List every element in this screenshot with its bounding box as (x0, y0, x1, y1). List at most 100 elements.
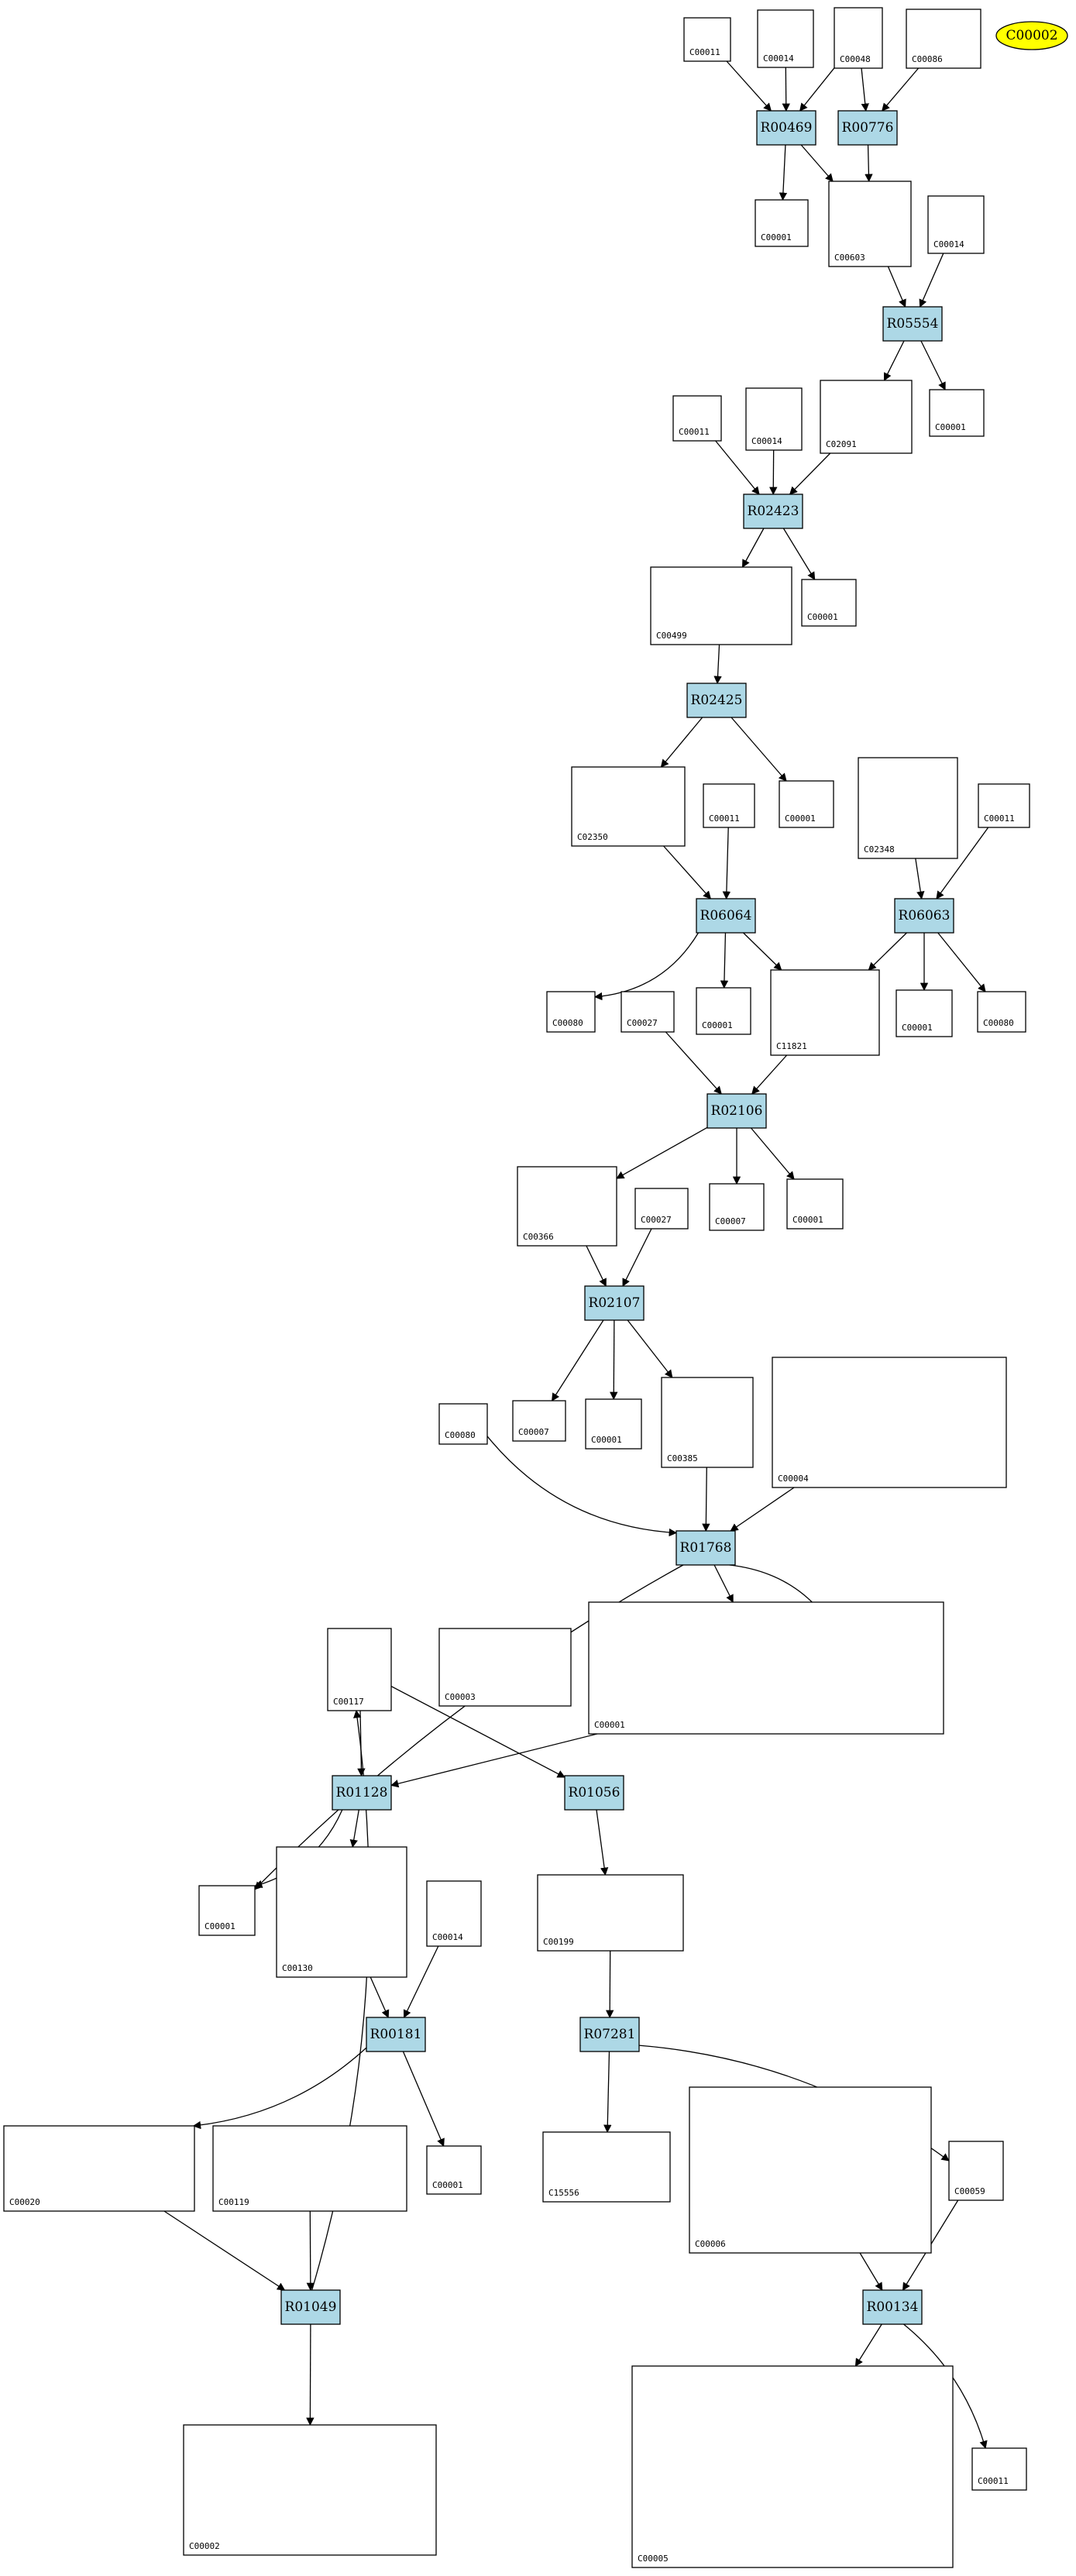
compound-node-c00011[interactable]: C00011 (971, 2447, 1027, 2491)
reaction-box[interactable] (366, 2017, 426, 2052)
compound-node-c00014[interactable]: C00014 (426, 1880, 482, 1947)
compound-box[interactable] (212, 2125, 407, 2212)
compound-box[interactable] (786, 1178, 844, 1230)
compound-box[interactable] (820, 380, 913, 454)
compound-node-c00199[interactable]: C00199 (537, 1874, 684, 1952)
compound-box[interactable] (517, 1166, 617, 1247)
compound-box[interactable] (537, 1874, 684, 1952)
reaction-box[interactable] (862, 2289, 923, 2325)
compound-box[interactable] (770, 969, 880, 1056)
compound-node-c00001[interactable]: C00001 (929, 389, 985, 437)
reaction-box[interactable] (894, 898, 954, 934)
compound-box[interactable] (438, 1403, 488, 1445)
compound-node-c00001[interactable]: C00001 (896, 989, 953, 1037)
compound-node-c00603[interactable]: C00603 (828, 181, 912, 267)
reaction-node-r01128[interactable]: R01128 (332, 1775, 392, 1811)
target-ellipse[interactable] (995, 21, 1068, 50)
reaction-node-r02107[interactable]: R02107 (584, 1285, 645, 1321)
compound-box[interactable] (906, 9, 981, 69)
reaction-node-r00469[interactable]: R00469 (756, 110, 816, 146)
reaction-box[interactable] (564, 1775, 624, 1811)
compound-box[interactable] (801, 579, 857, 627)
compound-box[interactable] (948, 2141, 1004, 2201)
compound-box[interactable] (828, 181, 912, 267)
compound-node-c00366[interactable]: C00366 (517, 1166, 617, 1247)
compound-box[interactable] (683, 17, 731, 62)
compound-node-c00086[interactable]: C00086 (906, 9, 981, 69)
compound-node-c00059[interactable]: C00059 (948, 2141, 1004, 2201)
compound-box[interactable] (542, 2131, 671, 2203)
compound-node-c00003[interactable]: C00003 (438, 1628, 572, 1707)
compound-box[interactable] (978, 783, 1030, 828)
compound-node-c00020[interactable]: C00020 (3, 2125, 195, 2212)
compound-box[interactable] (745, 387, 803, 451)
compound-node-c00007[interactable]: C00007 (512, 1400, 566, 1442)
compound-node-c00014[interactable]: C00014 (927, 195, 985, 254)
reaction-node-r00134[interactable]: R00134 (862, 2289, 923, 2325)
compound-box[interactable] (588, 1601, 944, 1735)
compound-node-c00080[interactable]: C00080 (977, 991, 1026, 1033)
compound-box[interactable] (183, 2424, 437, 2556)
reaction-box[interactable] (686, 683, 747, 718)
compound-node-c02091[interactable]: C02091 (820, 380, 913, 454)
reaction-node-r02423[interactable]: R02423 (743, 494, 803, 529)
compound-node-c00011[interactable]: C00011 (683, 17, 731, 62)
reaction-box[interactable] (676, 1530, 736, 1566)
compound-node-c11821[interactable]: C11821 (770, 969, 880, 1056)
reaction-node-r00181[interactable]: R00181 (366, 2017, 426, 2052)
reaction-box[interactable] (332, 1775, 392, 1811)
reaction-node-r00776[interactable]: R00776 (837, 110, 898, 146)
reaction-node-r01056[interactable]: R01056 (564, 1775, 624, 1811)
compound-node-c02350[interactable]: C02350 (571, 766, 686, 847)
compound-box[interactable] (757, 9, 814, 68)
compound-box[interactable] (755, 199, 809, 247)
compound-node-c00001[interactable]: C00001 (755, 199, 809, 247)
compound-node-c00007[interactable]: C00007 (709, 1183, 765, 1231)
compound-node-c00027[interactable]: C00027 (634, 1188, 689, 1230)
reaction-node-r05554[interactable]: R05554 (882, 306, 943, 342)
compound-box[interactable] (512, 1400, 566, 1442)
compound-node-c00011[interactable]: C00011 (703, 783, 755, 828)
compound-node-c00117[interactable]: C00117 (327, 1628, 392, 1711)
compound-box[interactable] (929, 389, 985, 437)
compound-node-c00001[interactable]: C00001 (696, 987, 751, 1035)
reaction-box[interactable] (882, 306, 943, 342)
reaction-box[interactable] (696, 898, 756, 934)
compound-box[interactable] (977, 991, 1026, 1033)
compound-box[interactable] (709, 1183, 765, 1231)
reaction-box[interactable] (280, 2289, 341, 2325)
compound-node-c00130[interactable]: C00130 (276, 1846, 407, 1978)
compound-node-c00005[interactable]: C00005 (631, 2365, 954, 2568)
compound-node-c00080[interactable]: C00080 (438, 1403, 488, 1445)
compound-box[interactable] (3, 2125, 195, 2212)
reaction-box[interactable] (579, 2017, 640, 2052)
compound-node-c02348[interactable]: C02348 (858, 757, 958, 859)
reaction-box[interactable] (837, 110, 898, 146)
reaction-box[interactable] (584, 1285, 645, 1321)
compound-box[interactable] (426, 2145, 482, 2195)
compound-box[interactable] (689, 2086, 932, 2254)
compound-node-c00001[interactable]: C00001 (585, 1398, 642, 1450)
compound-box[interactable] (650, 566, 792, 645)
compound-box[interactable] (703, 783, 755, 828)
reaction-node-r06063[interactable]: R06063 (894, 898, 954, 934)
compound-node-c15556[interactable]: C15556 (542, 2131, 671, 2203)
compound-box[interactable] (927, 195, 985, 254)
compound-node-c00027[interactable]: C00027 (621, 991, 675, 1033)
compound-node-c00014[interactable]: C00014 (757, 9, 814, 68)
reaction-node-r02425[interactable]: R02425 (686, 683, 747, 718)
compound-box[interactable] (327, 1628, 392, 1711)
reaction-box[interactable] (706, 1093, 767, 1129)
reaction-node-r06064[interactable]: R06064 (696, 898, 756, 934)
reaction-node-r02106[interactable]: R02106 (706, 1093, 767, 1129)
compound-node-c00119[interactable]: C00119 (212, 2125, 407, 2212)
compound-box[interactable] (438, 1628, 572, 1707)
compound-node-c00014[interactable]: C00014 (745, 387, 803, 451)
compound-node-c00011[interactable]: C00011 (672, 395, 722, 442)
compound-box[interactable] (896, 989, 953, 1037)
compound-box[interactable] (858, 757, 958, 859)
compound-box[interactable] (198, 1885, 256, 1936)
compound-node-c00001[interactable]: C00001 (786, 1178, 844, 1230)
compound-box[interactable] (571, 766, 686, 847)
compound-box[interactable] (779, 780, 834, 828)
